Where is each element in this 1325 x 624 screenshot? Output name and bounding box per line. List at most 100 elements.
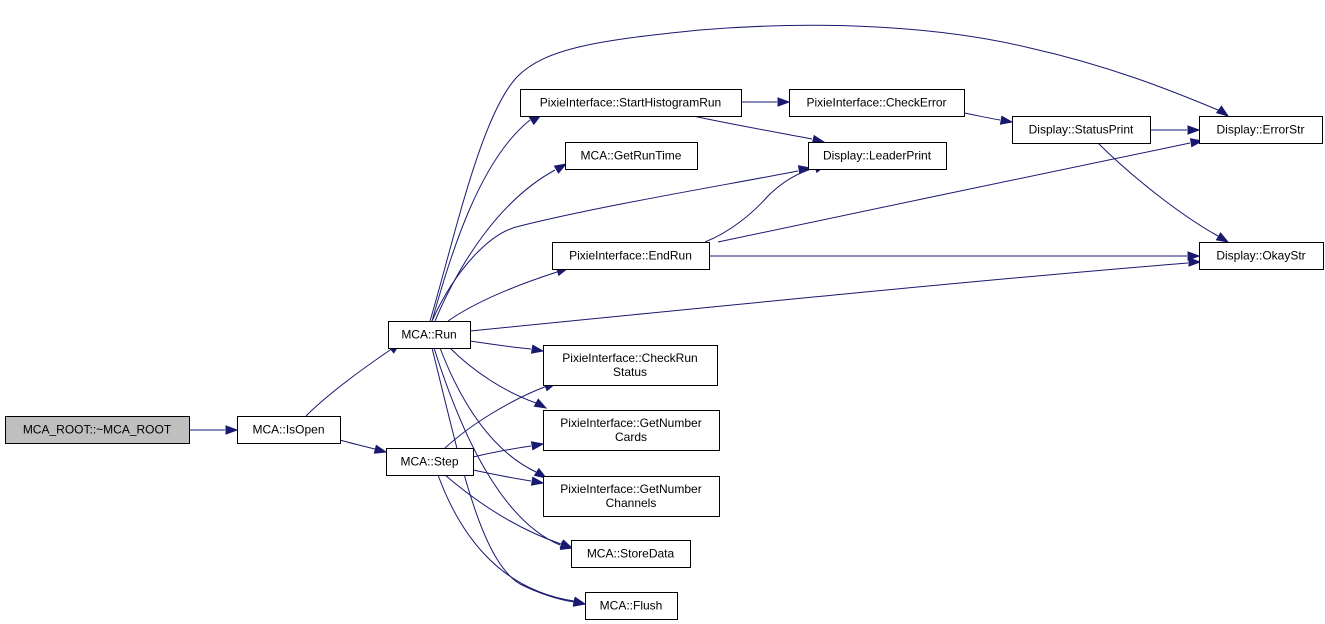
node-label: MCA::Flush [600, 599, 663, 613]
node-box [789, 89, 965, 117]
node-mca-run[interactable]: MCA::Run [388, 321, 471, 349]
node-label: MCA::IsOpen [252, 423, 324, 437]
edge-mca_isopen-to-mca_step [339, 439, 388, 454]
node-pi-endrun[interactable]: PixieInterface::EndRun [552, 242, 710, 270]
edge-line [305, 347, 394, 417]
edge-pi_endrun-to-display_leaderprint [704, 164, 828, 243]
edge-pi_starthistogramrun-to-display_leaderprint [692, 115, 826, 145]
edge-mca_step-to-pi_checkrunstatus [444, 382, 558, 449]
node-display-errorstr[interactable]: Display::ErrorStr [1199, 116, 1323, 144]
node-mca-step[interactable]: MCA::Step [386, 448, 474, 476]
node-box [237, 416, 341, 444]
node-label: Status [613, 365, 647, 379]
node-label: MCA::Step [400, 455, 458, 469]
edge-line [449, 347, 537, 404]
edge-line [447, 271, 558, 322]
node-box [543, 410, 720, 451]
node-label: Display::ErrorStr [1216, 123, 1304, 137]
arrowhead [533, 467, 548, 479]
edge-line [469, 340, 532, 350]
node-label: MCA_ROOT::~MCA_ROOT [23, 423, 172, 437]
node-box [808, 142, 947, 170]
arrowhead [777, 97, 791, 107]
node-label: PixieInterface::CheckError [806, 96, 946, 110]
arrowhead [530, 476, 545, 486]
node-label: PixieInterface::EndRun [569, 249, 692, 263]
edge-pi_checkerror-to-display_statusprint [963, 112, 1014, 125]
edge-line [339, 439, 376, 450]
edge-line [472, 469, 532, 482]
node-box [388, 321, 471, 349]
node-label: Display::OkayStr [1216, 249, 1305, 263]
node-label: MCA::StoreData [587, 547, 675, 561]
node-box [1199, 242, 1324, 270]
node-label: PixieInterface::GetNumber [560, 482, 701, 496]
node-box [386, 448, 474, 476]
edge-mca_root_dtor-to-mca_isopen [189, 425, 239, 435]
node-pi-starthistogramrun[interactable]: PixieInterface::StartHistogramRun [520, 89, 742, 117]
edge-line [431, 347, 575, 603]
arrowhead [1187, 251, 1201, 261]
edge-mca_run-to-display_okaystr [469, 257, 1202, 332]
edge-line [434, 169, 556, 322]
node-box [585, 592, 678, 620]
edge-line [717, 142, 1191, 243]
node-label: MCA::Run [401, 328, 456, 342]
node-box [571, 540, 691, 568]
edge-mca_step-to-mca_storedata [444, 474, 574, 549]
arrowhead [533, 398, 548, 409]
node-label: Display::LeaderPrint [823, 149, 932, 163]
edge-pi_starthistogramrun-to-pi_checkerror [741, 97, 791, 107]
edge-line [692, 115, 813, 140]
edge-mca_run-to-pi_getnumbercards [449, 347, 548, 409]
node-label: Channels [606, 496, 657, 510]
node-mca-storedata[interactable]: MCA::StoreData [571, 540, 691, 568]
node-display-okaystr[interactable]: Display::OkayStr [1199, 242, 1324, 270]
edge-mca_run-to-pi_endrun [447, 267, 570, 322]
arrowhead [225, 425, 239, 435]
edge-mca_run-to-display_errorstr [429, 24, 1230, 322]
edge-line [704, 167, 816, 243]
edge-line [433, 347, 561, 546]
node-mca-getruntime[interactable]: MCA::GetRunTime [565, 142, 698, 170]
node-label: MCA::GetRunTime [581, 149, 682, 163]
arrowhead [530, 344, 545, 354]
edge-line [963, 112, 1001, 121]
node-label: PixieInterface::StartHistogramRun [540, 96, 721, 110]
edge-line [429, 24, 1219, 322]
node-label: PixieInterface::CheckRun [562, 351, 697, 365]
edge-line [472, 445, 532, 458]
edge-mca_step-to-mca_flush [437, 474, 587, 606]
node-box [543, 345, 718, 386]
edge-mca_isopen-to-mca_run [305, 342, 402, 417]
edge-mca_run-to-pi_checkrunstatus [469, 340, 545, 354]
edge-mca_run-to-mca_getruntime [434, 163, 568, 322]
node-display-leaderprint[interactable]: Display::LeaderPrint [808, 142, 947, 170]
edge-line [444, 385, 548, 449]
edge-mca_step-to-pi_getnumbercards [472, 441, 545, 458]
arrowhead [1215, 232, 1230, 243]
edge-mca_run-to-pi_getnumberchannels [439, 347, 548, 479]
node-label: Cards [615, 430, 647, 444]
arrowhead [1215, 105, 1230, 117]
edge-pi_endrun-to-display_errorstr [717, 138, 1204, 243]
edge-line [437, 474, 575, 602]
arrowhead [999, 115, 1014, 125]
node-box [1199, 116, 1323, 144]
node-label: PixieInterface::GetNumber [560, 416, 701, 430]
edge-line [469, 262, 1189, 332]
node-mca-root-dtor: MCA_ROOT::~MCA_ROOT [5, 416, 190, 444]
node-mca-isopen[interactable]: MCA::IsOpen [237, 416, 341, 444]
node-mca-flush[interactable]: MCA::Flush [585, 592, 678, 620]
arrowhead [559, 539, 574, 549]
edge-line [431, 170, 799, 322]
node-pi-checkerror[interactable]: PixieInterface::CheckError [789, 89, 965, 117]
node-display-statusprint[interactable]: Display::StatusPrint [1012, 116, 1151, 144]
node-label: Display::StatusPrint [1029, 123, 1134, 137]
node-box [1012, 116, 1151, 144]
edge-pi_endrun-to-display_okaystr [709, 251, 1201, 261]
edge-mca_run-to-pi_starthistogramrun [431, 114, 543, 322]
